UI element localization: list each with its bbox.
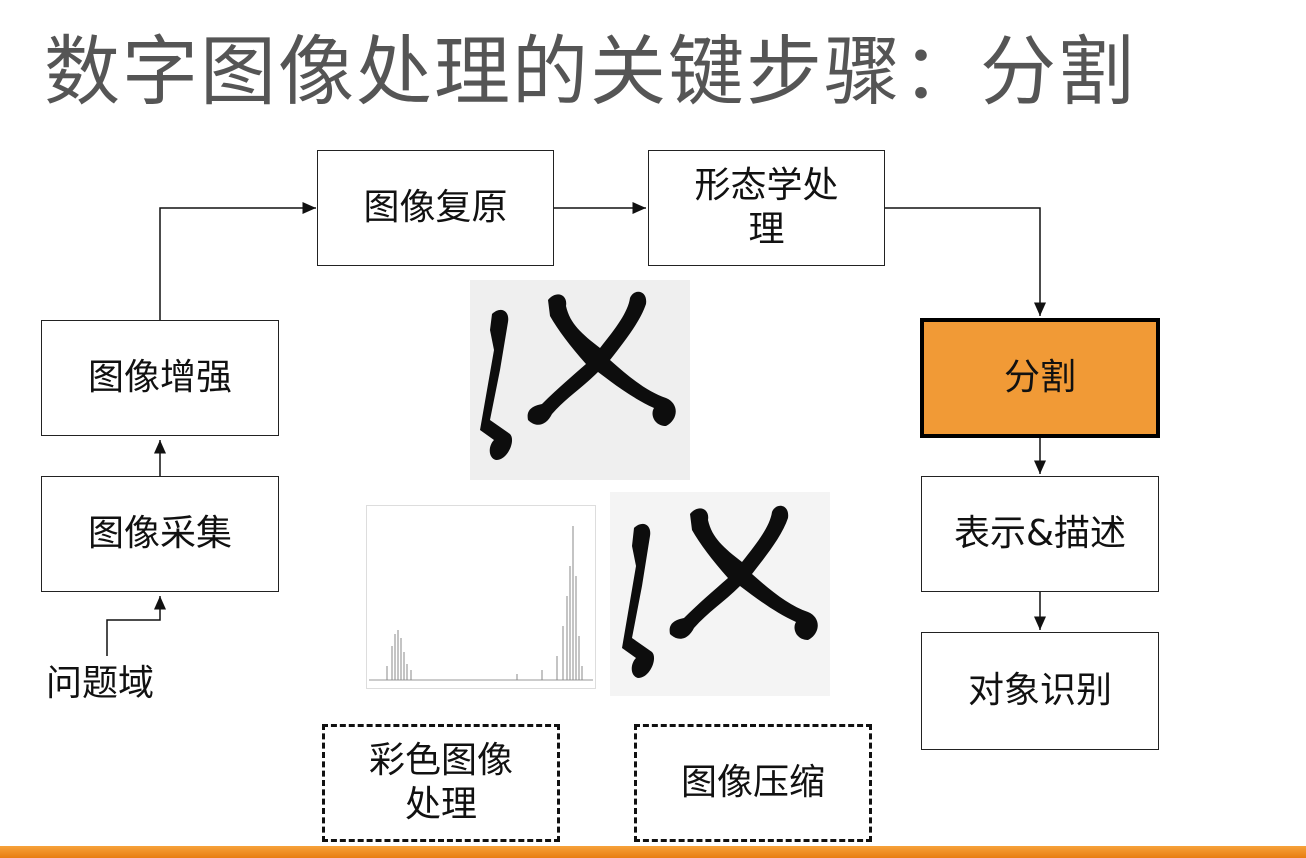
box-morphological-processing: 形态学处 理	[648, 150, 885, 266]
arrow-morph-to-segment	[885, 207, 1046, 316]
arrow-enhance-to-restore	[159, 202, 316, 320]
bottom-accent-bar	[0, 846, 1306, 858]
box-label-enhancement: 图像增强	[87, 357, 232, 398]
segmented-character-image	[470, 280, 690, 480]
box-image-restoration: 图像复原	[317, 150, 554, 266]
box-label-restoration: 图像复原	[363, 187, 508, 228]
box-segmentation: 分割	[920, 318, 1160, 438]
box-label-acquisition: 图像采集	[87, 513, 232, 554]
box-image-compression: 图像压缩	[634, 724, 872, 842]
segmented-character-image-2	[610, 492, 830, 696]
page-title: 数字图像处理的关键步骤：分割	[44, 27, 1136, 116]
box-image-enhancement: 图像增强	[41, 320, 279, 436]
box-image-acquisition: 图像采集	[41, 476, 279, 592]
box-label-representation: 表示&描述	[953, 513, 1127, 554]
arrow-problem-to-acquire	[106, 596, 166, 656]
box-label-segmentation: 分割	[1003, 357, 1076, 398]
label-problem-domain: 问题域	[46, 663, 155, 704]
box-label-compression: 图像压缩	[680, 762, 825, 803]
box-color-image-processing: 彩色图像 处理	[322, 724, 560, 842]
intensity-histogram	[366, 505, 596, 689]
box-label-morphology: 形态学处 理	[694, 165, 839, 250]
box-representation-description: 表示&描述	[921, 476, 1159, 592]
box-object-recognition: 对象识别	[921, 632, 1159, 750]
box-label-color: 彩色图像 处理	[368, 740, 513, 825]
box-label-recognition: 对象识别	[967, 670, 1112, 711]
